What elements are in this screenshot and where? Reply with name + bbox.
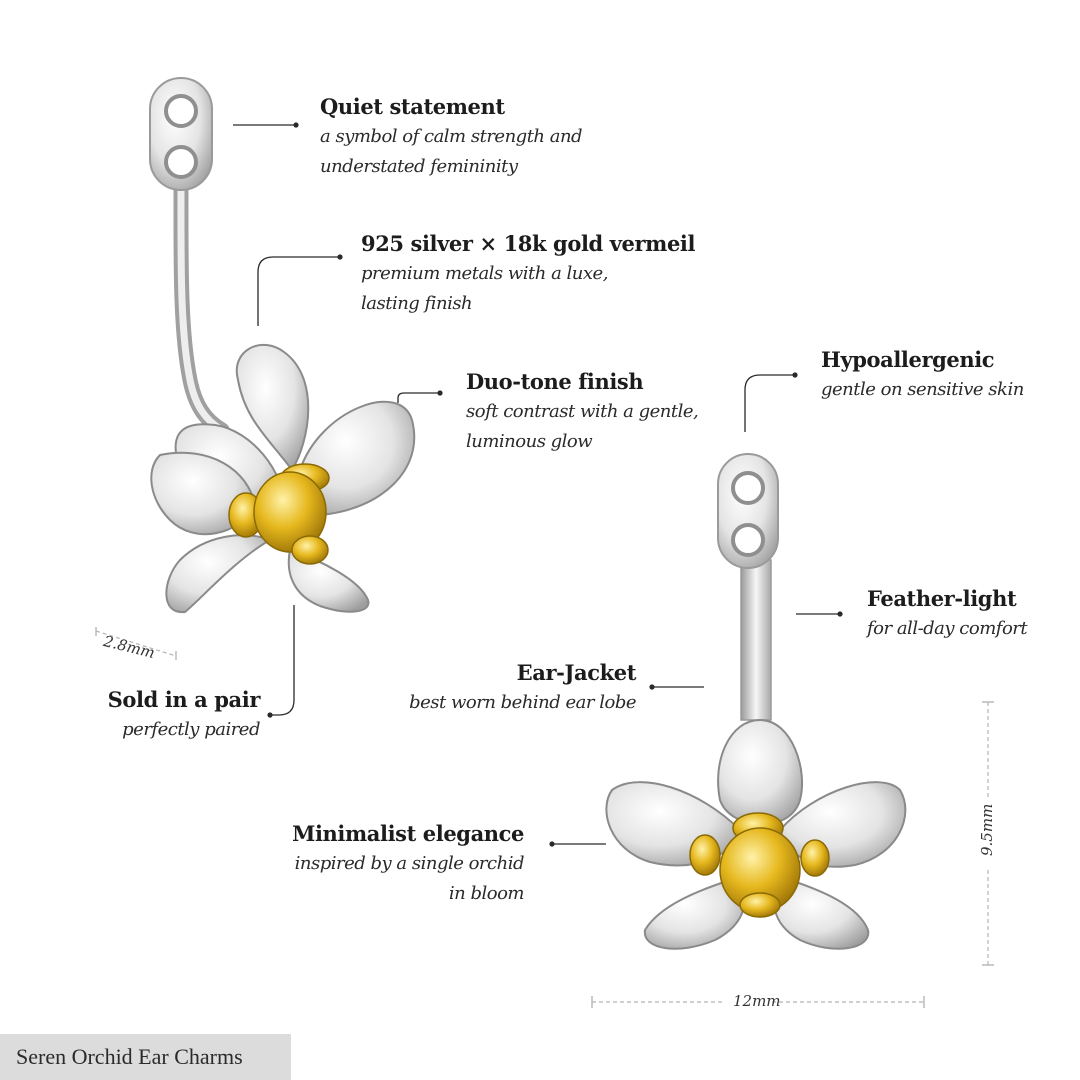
feature-minimalist-elegance: Minimalist elegance inspired by a single…: [292, 819, 524, 909]
feature-title: Ear-Jacket: [516, 660, 637, 685]
feature-description-line: lasting finish: [361, 293, 473, 314]
feature-description: soft contrast with a gentle, luminous gl…: [466, 397, 699, 457]
feature-quiet-statement: Quiet statement a symbol of calm strengt…: [320, 92, 583, 182]
feature-title: Sold in a pair: [107, 687, 261, 712]
product-name-caption: Seren Orchid Ear Charms: [0, 1034, 291, 1080]
feature-description-line: premium metals with a luxe,: [361, 263, 608, 284]
feature-description-line: for all-day comfort: [867, 618, 1028, 639]
feature-description-line: understated femininity: [320, 156, 518, 177]
feature-description-line: best worn behind ear lobe: [409, 692, 636, 713]
feature-title: Duo-tone finish: [466, 369, 644, 394]
feature-sold-in-pair: Sold in a pair perfectly paired: [107, 685, 261, 745]
dimension-ticks: [95, 627, 994, 1008]
feature-description-line: perfectly paired: [122, 719, 260, 740]
feature-feather-light: Feather-light for all-day comfort: [867, 584, 1028, 644]
gold-center-icon: [228, 463, 330, 565]
loop-connector-icon: [717, 453, 779, 569]
feature-title: Hypoallergenic: [821, 347, 995, 372]
dimension-height-label: 9.5mm: [978, 803, 996, 856]
feature-description: a symbol of calm strength and understate…: [320, 122, 583, 182]
gold-center-icon: [689, 812, 830, 918]
feature-description-line: in bloom: [448, 883, 525, 904]
callout-lines: [233, 124, 840, 845]
feature-title: Quiet statement: [320, 94, 505, 119]
feature-metals: 925 silver × 18k gold vermeil premium me…: [361, 229, 695, 319]
feature-description: best worn behind ear lobe: [409, 688, 636, 718]
dimension-lines: [95, 630, 989, 1003]
feature-hypoallergenic: Hypoallergenic gentle on sensitive skin: [821, 345, 1024, 405]
feature-duo-tone: Duo-tone finish soft contrast with a gen…: [466, 367, 699, 457]
dimension-width-label: 12mm: [733, 992, 781, 1010]
callout-dots: [267, 122, 843, 847]
feature-title: Minimalist elegance: [292, 821, 524, 846]
feature-description: for all-day comfort: [867, 614, 1028, 644]
feature-title: Feather-light: [867, 586, 1017, 611]
feature-description-line: luminous glow: [466, 431, 593, 452]
feature-description-line: gentle on sensitive skin: [821, 379, 1024, 400]
feature-description-line: soft contrast with a gentle,: [466, 401, 699, 422]
right-earring: [605, 453, 907, 950]
feature-description-line: inspired by a single orchid: [294, 853, 525, 874]
feature-ear-jacket: Ear-Jacket best worn behind ear lobe: [409, 658, 636, 718]
feature-description: gentle on sensitive skin: [821, 375, 1024, 405]
loop-connector-icon: [149, 77, 213, 191]
feature-description-line: a symbol of calm strength and: [320, 126, 583, 147]
left-earring: [149, 77, 416, 614]
feature-title: 925 silver × 18k gold vermeil: [361, 231, 696, 256]
feature-description: inspired by a single orchid in bloom: [292, 849, 525, 909]
feature-description: perfectly paired: [108, 715, 260, 745]
feature-description: premium metals with a luxe, lasting fini…: [361, 259, 695, 319]
